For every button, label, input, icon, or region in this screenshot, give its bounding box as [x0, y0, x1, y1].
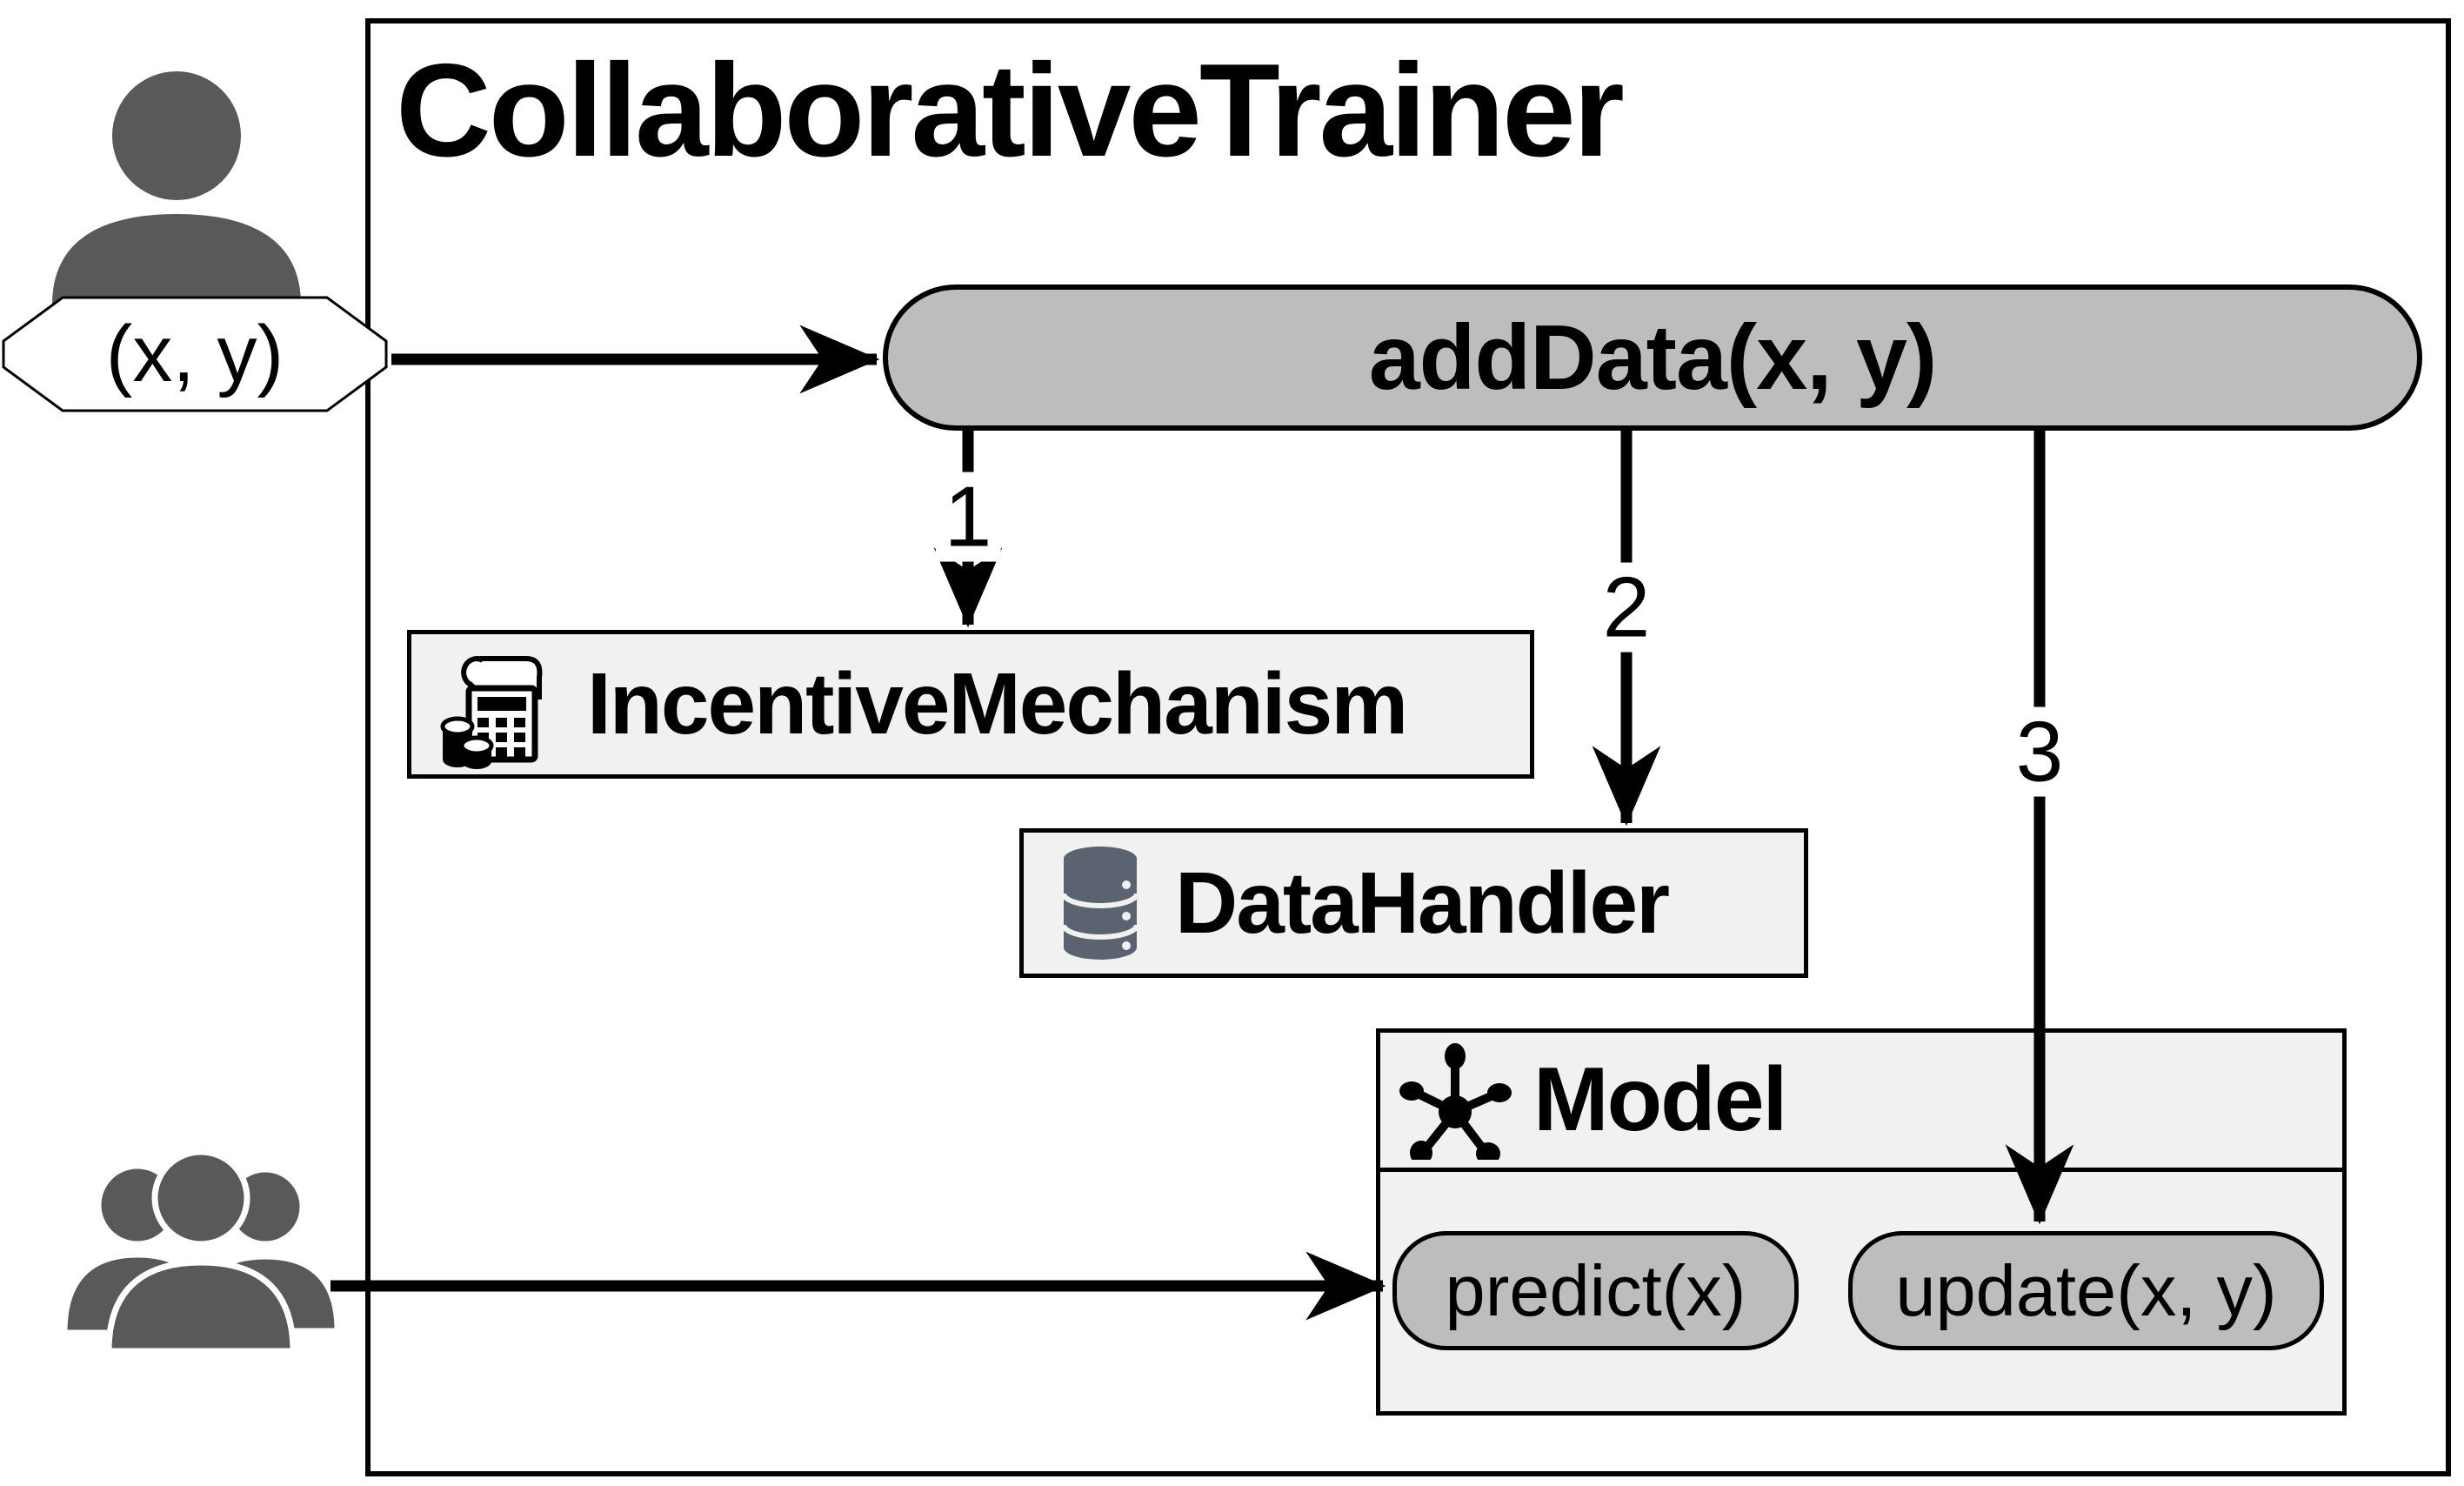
update-method-label: update(x, y) — [1895, 1249, 2277, 1331]
step-label-2: 2 — [1593, 562, 1659, 653]
xy-badge-label: (x, y) — [105, 309, 284, 398]
data-handler-label: DataHandler — [1175, 853, 1670, 952]
network-hub-icon — [1399, 1043, 1512, 1160]
predict-method-label: predict(x) — [1445, 1249, 1746, 1331]
model-header: Model — [1380, 1033, 2342, 1172]
people-group-icon — [63, 1153, 339, 1355]
diagram-title: CollaborativeTrainer — [396, 37, 1625, 184]
adddata-label: addData(x, y) — [1368, 305, 1938, 409]
data-handler-node: DataHandler — [1019, 828, 1808, 978]
step-label-1: 1 — [935, 472, 1001, 562]
adddata-node: addData(x, y) — [883, 284, 2422, 431]
update-method-node: update(x, y) — [1848, 1231, 2324, 1350]
database-icon — [1061, 847, 1139, 960]
model-label: Model — [1533, 1049, 1787, 1150]
person-icon — [52, 71, 301, 305]
incentive-mechanism-node: IncentiveMechanism — [407, 630, 1534, 779]
cash-register-coins-icon — [440, 655, 543, 769]
xy-badge-shape — [2, 296, 388, 412]
predict-method-node: predict(x) — [1392, 1231, 1799, 1350]
model-node: Model predict(x) update(x, y) — [1376, 1028, 2347, 1416]
incentive-mechanism-label: IncentiveMechanism — [587, 655, 1408, 753]
step-label-3: 3 — [2007, 706, 2073, 797]
